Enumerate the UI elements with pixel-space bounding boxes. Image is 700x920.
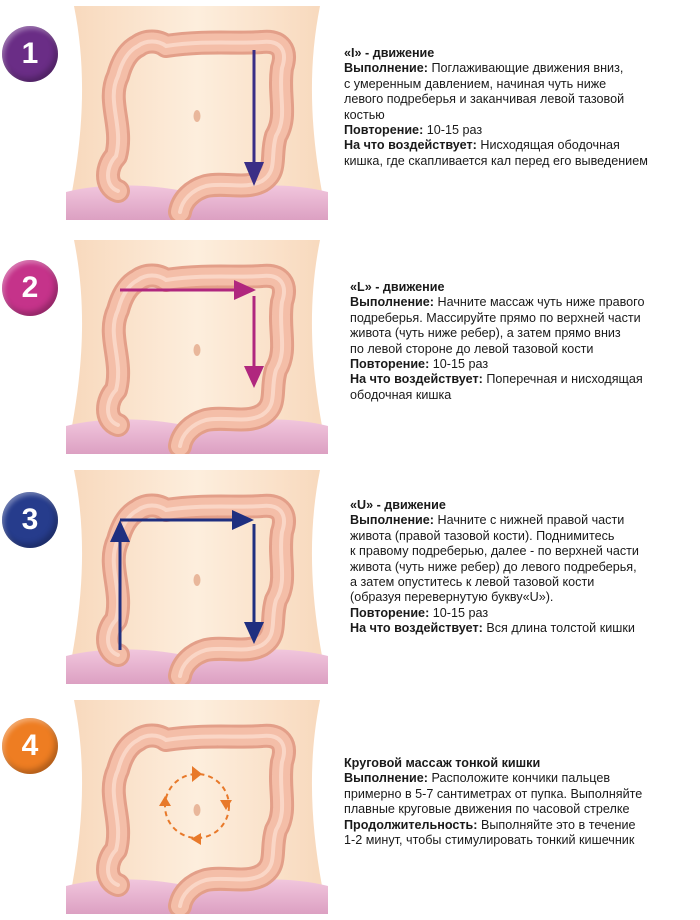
abdomen-illustration bbox=[66, 240, 328, 454]
text-line: На что воздействует: Вся длина толстой к… bbox=[350, 621, 635, 636]
text-line: На что воздействует: Поперечная и нисход… bbox=[350, 372, 643, 387]
text-line: (образуя перевернутую букву«U»). bbox=[350, 590, 554, 605]
text-line: Выполнение: Начните массаж чуть ниже пра… bbox=[350, 295, 645, 310]
text-line: Выполнение: Начните с нижней правой част… bbox=[350, 513, 625, 528]
text-line: живота (чуть ниже ребер) до левого подре… bbox=[350, 559, 637, 574]
text-line: с умеренным давлением, начиная чуть ниже bbox=[344, 76, 607, 91]
text-line: кишка, где скапливается кал перед его вы… bbox=[344, 153, 648, 168]
text-line: Выполнение: Расположите кончики пальцев bbox=[344, 771, 611, 786]
text-line: Повторение: 10-15 раз bbox=[350, 357, 489, 372]
step-description: Круговой массаж тонкой кишки Выполнение:… bbox=[344, 756, 642, 848]
text-line: плавные круговые движения по часовой стр… bbox=[344, 802, 630, 817]
step-description: «I» - движение Выполнение: Поглаживающие… bbox=[344, 46, 648, 169]
step-number-badge: 2 bbox=[2, 260, 58, 316]
text-line: Повторение: 10-15 раз bbox=[344, 123, 483, 138]
step-title: Круговой массаж тонкой кишки bbox=[344, 756, 541, 770]
text-line: Повторение: 10-15 раз bbox=[350, 605, 489, 620]
step-title: «I» - движение bbox=[344, 46, 435, 60]
abdomen-illustration bbox=[66, 700, 328, 914]
step-description: «U» - движение Выполнение: Начните с ниж… bbox=[350, 498, 639, 637]
text-line: левого подреберья и заканчивая левой таз… bbox=[344, 92, 625, 107]
step-title: «L» - движение bbox=[350, 280, 445, 294]
text-line: 1-2 минут, чтобы стимулировать тонкий ки… bbox=[344, 833, 635, 848]
abdomen-illustration bbox=[66, 470, 328, 684]
text-line: ободочная кишка bbox=[350, 387, 452, 402]
l-shaped-arrow-icon bbox=[120, 280, 264, 388]
text-line: а затем опуститесь к левой тазовой кости bbox=[350, 575, 595, 590]
text-line: подреберья. Массируйте прямо по верхней … bbox=[350, 310, 641, 325]
circular-arrows-icon bbox=[159, 766, 232, 845]
step-number-badge: 4 bbox=[2, 718, 58, 774]
text-line: живота (правой тазовой кости). Поднимите… bbox=[350, 528, 615, 543]
text-line: к правому подреберью, далее - по верхней… bbox=[350, 544, 639, 559]
abdomen-illustration bbox=[66, 6, 328, 220]
text-line: живота (чуть ниже ребер), а затем прямо … bbox=[350, 326, 621, 341]
step-description: «L» - движение Выполнение: Начните масса… bbox=[350, 280, 645, 403]
text-line: по левой стороне до левой тазовой кости bbox=[350, 341, 594, 356]
step-number-badge: 1 bbox=[2, 26, 58, 82]
u-shaped-arrow-icon bbox=[110, 510, 264, 650]
text-line: На что воздействует: Нисходящая ободочна… bbox=[344, 138, 620, 153]
text-line: костью bbox=[344, 107, 385, 122]
text-line: Выполнение: Поглаживающие движения вниз, bbox=[344, 61, 624, 76]
text-line: Продолжительность: Выполняйте это в тече… bbox=[344, 817, 636, 832]
downward-arrow-icon bbox=[244, 50, 264, 186]
step-title: «U» - движение bbox=[350, 498, 446, 512]
step-number-badge: 3 bbox=[2, 492, 58, 548]
text-line: примерно в 5-7 сантиметрах от пупка. Вып… bbox=[344, 786, 643, 801]
